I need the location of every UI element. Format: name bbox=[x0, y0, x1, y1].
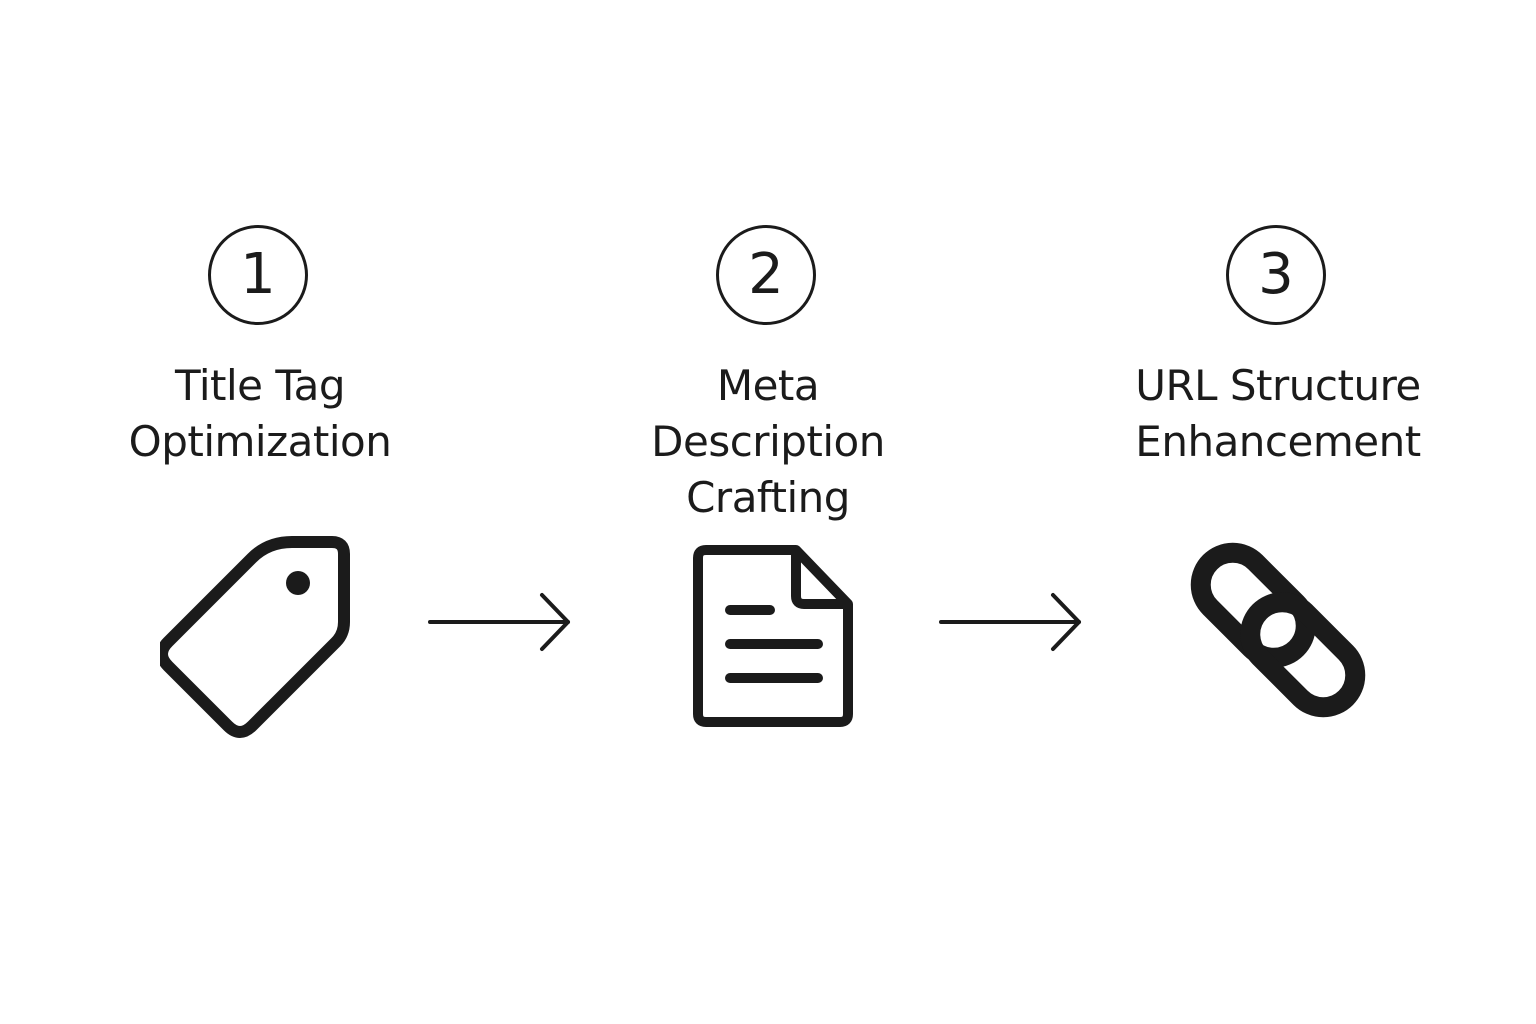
step-number-badge: 3 bbox=[1226, 225, 1326, 325]
step-label-line: Meta bbox=[716, 361, 820, 410]
arrow-right-icon bbox=[428, 593, 570, 651]
step-label: Title Tag Optimization bbox=[70, 358, 450, 470]
step-number: 1 bbox=[240, 242, 276, 307]
tag-icon bbox=[160, 536, 350, 738]
step-number-badge: 2 bbox=[716, 225, 816, 325]
step-label-line: Crafting bbox=[686, 473, 850, 522]
step-1: 1 Title Tag Optimization bbox=[70, 0, 450, 1024]
document-icon bbox=[693, 545, 853, 727]
step-3: 3 URL Structure Enhancement bbox=[1088, 0, 1468, 1024]
step-label-line: Description bbox=[651, 417, 885, 466]
step-2: 2 Meta Description Crafting bbox=[578, 0, 958, 1024]
step-label-line: Enhancement bbox=[1135, 417, 1421, 466]
arrow-right-icon bbox=[939, 593, 1081, 651]
step-label-line: URL Structure bbox=[1135, 361, 1421, 410]
step-label-line: Optimization bbox=[128, 417, 392, 466]
link-icon bbox=[1190, 542, 1366, 718]
step-label-line: Title Tag bbox=[175, 361, 345, 410]
step-number-badge: 1 bbox=[208, 225, 308, 325]
step-label: Meta Description Crafting bbox=[578, 358, 958, 526]
step-number: 2 bbox=[748, 242, 784, 307]
step-label: URL Structure Enhancement bbox=[1088, 358, 1468, 470]
step-number: 3 bbox=[1258, 242, 1294, 307]
